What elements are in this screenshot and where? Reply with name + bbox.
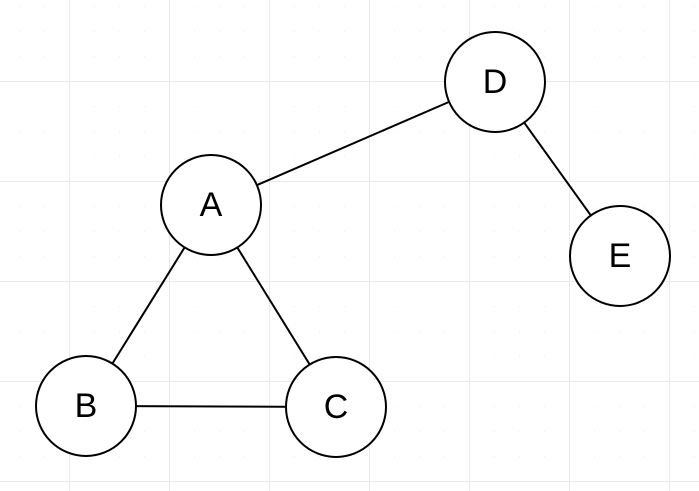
node-C-circle[interactable]: [285, 356, 387, 458]
node-E-circle[interactable]: [569, 205, 671, 307]
node-C[interactable]: C: [285, 356, 387, 458]
node-A[interactable]: A: [160, 154, 262, 256]
node-D-circle[interactable]: [444, 31, 546, 133]
node-A-circle[interactable]: [160, 154, 262, 256]
node-D[interactable]: D: [444, 31, 546, 133]
edge-A-D[interactable]: [210, 81, 496, 206]
node-E[interactable]: E: [569, 205, 671, 307]
node-B[interactable]: B: [35, 355, 137, 457]
node-B-circle[interactable]: [35, 355, 137, 457]
